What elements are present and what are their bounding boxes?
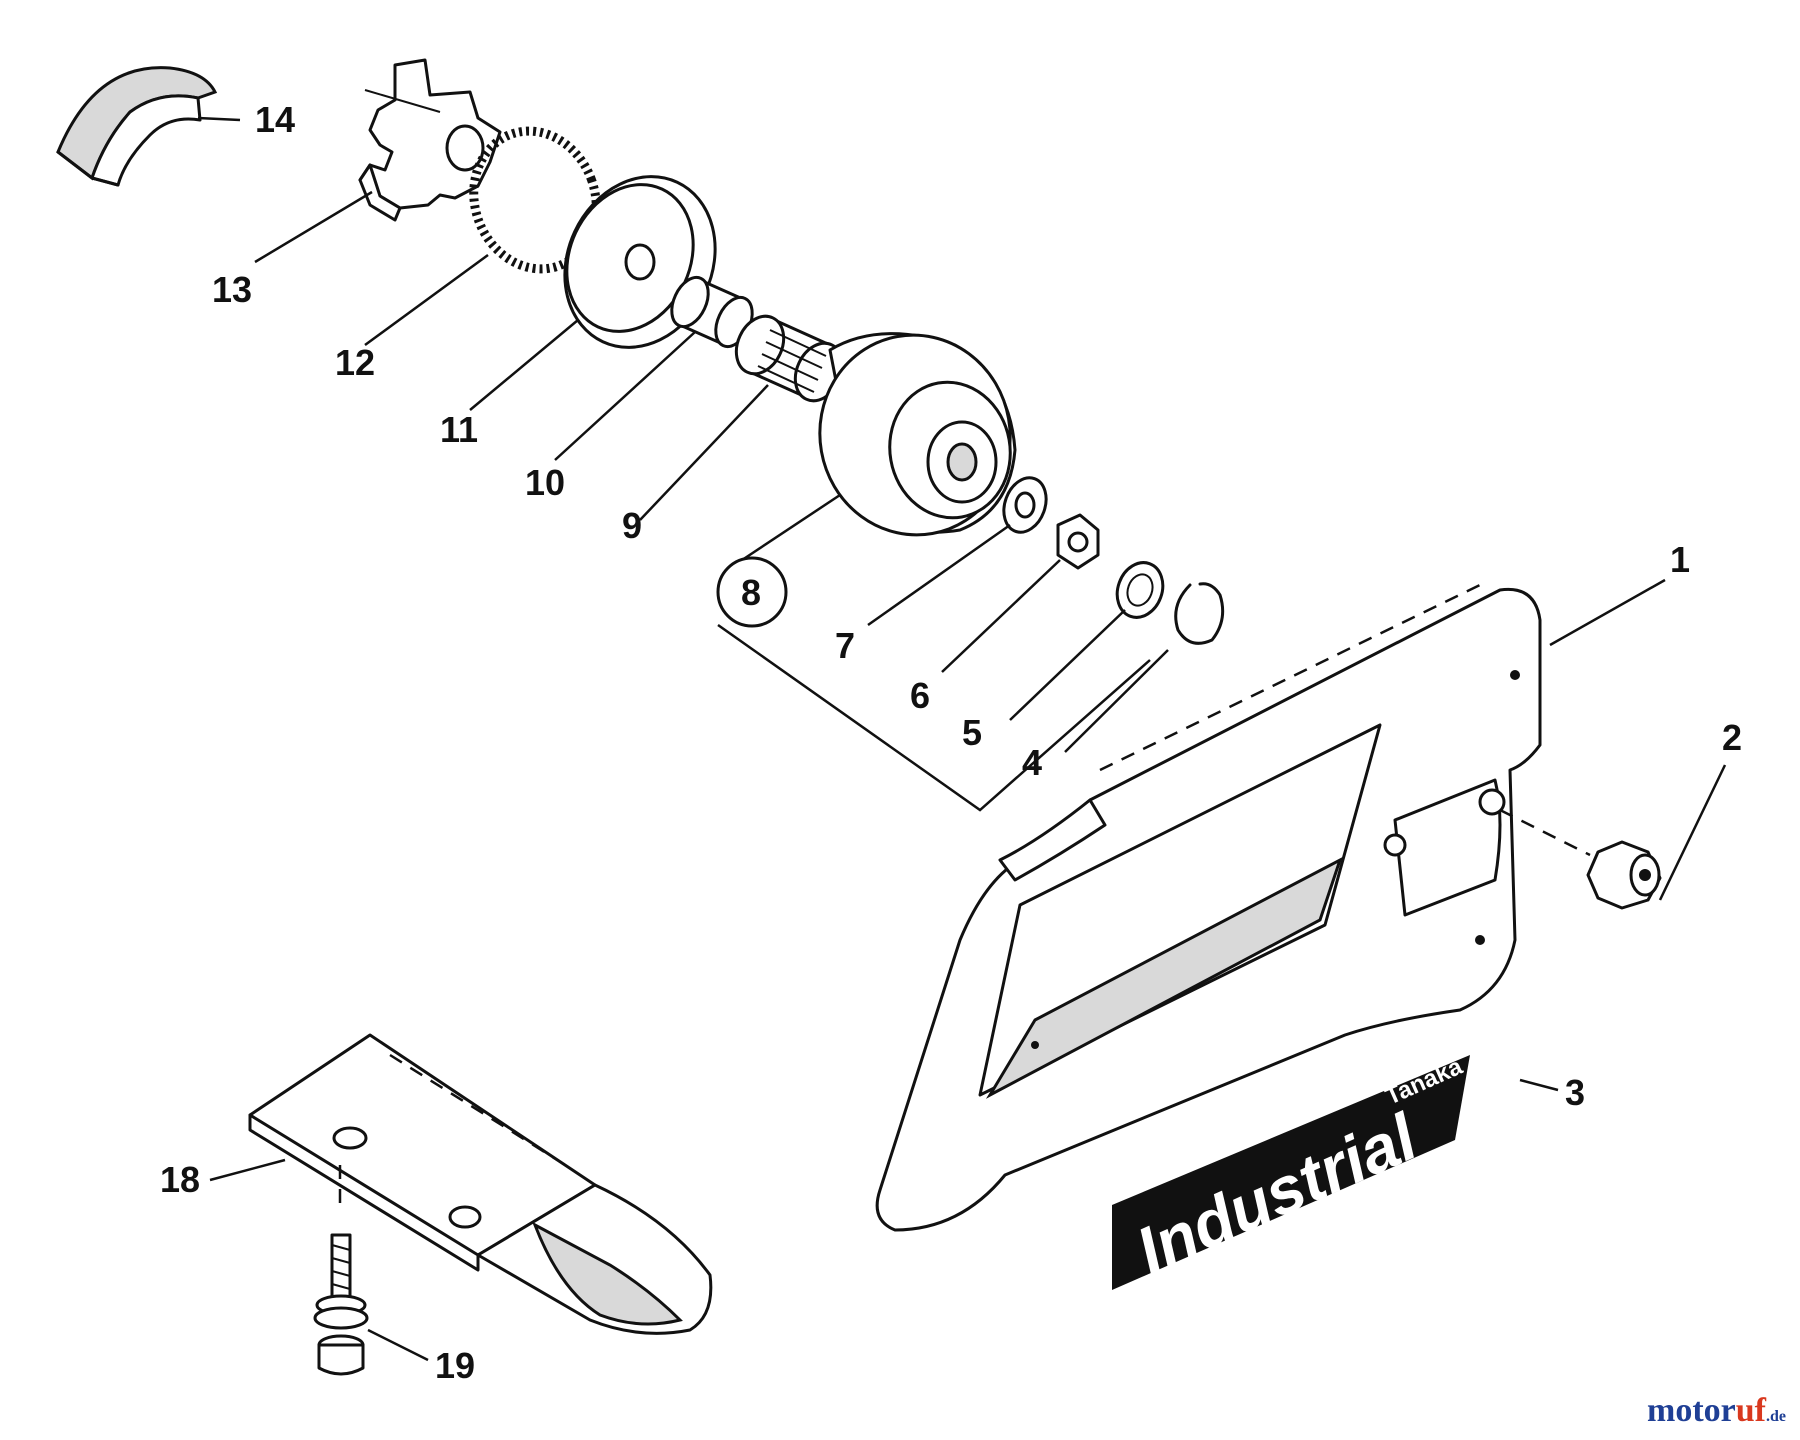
callout-7: 7 [835,625,855,666]
part-13-clutch-hub [358,58,502,222]
callout-14: 14 [255,99,295,140]
callout-11: 11 [440,409,478,450]
part-10-sleeve [670,275,754,349]
callout-13: 13 [212,269,252,310]
part-12-spring [469,126,601,274]
callout-3: 3 [1565,1072,1585,1113]
callout-8: 8 [741,572,761,613]
assembly-bracket [717,623,1151,812]
part-4-circlip [1174,582,1225,645]
part-6-nut [1056,513,1100,570]
callout-8-circle [716,556,788,628]
part-callouts: 14 13 12 11 10 9 8 7 6 5 4 1 2 3 18 19 [160,99,1742,1386]
callout-6: 6 [910,675,930,716]
part-7-washer [1002,476,1048,534]
callout-19: 19 [435,1345,475,1386]
callout-5: 5 [962,712,982,753]
part-8-clutch-drum [818,332,1017,537]
callout-1: 1 [1670,539,1690,580]
leader-lines [197,116,1727,1362]
callout-2: 2 [1722,717,1742,758]
part-1-chain-cover [875,583,1542,1232]
part-2-nut [1499,808,1662,910]
callout-12: 12 [335,342,375,383]
part-5-washer [1115,561,1165,619]
watermark-part-a: motor [1647,1392,1736,1429]
callout-10: 10 [525,462,565,503]
callout-4: 4 [1022,742,1042,783]
part-14-clutch-shoe [56,66,218,187]
callout-18: 18 [160,1159,200,1200]
part-18-guard-plate [248,1033,713,1335]
part-19-screw [313,1165,369,1376]
watermark-logo: motoruf.de [1647,1392,1786,1430]
callout-9: 9 [622,505,642,546]
watermark-tld: .de [1766,1408,1786,1425]
watermark-part-b: uf [1735,1392,1766,1429]
